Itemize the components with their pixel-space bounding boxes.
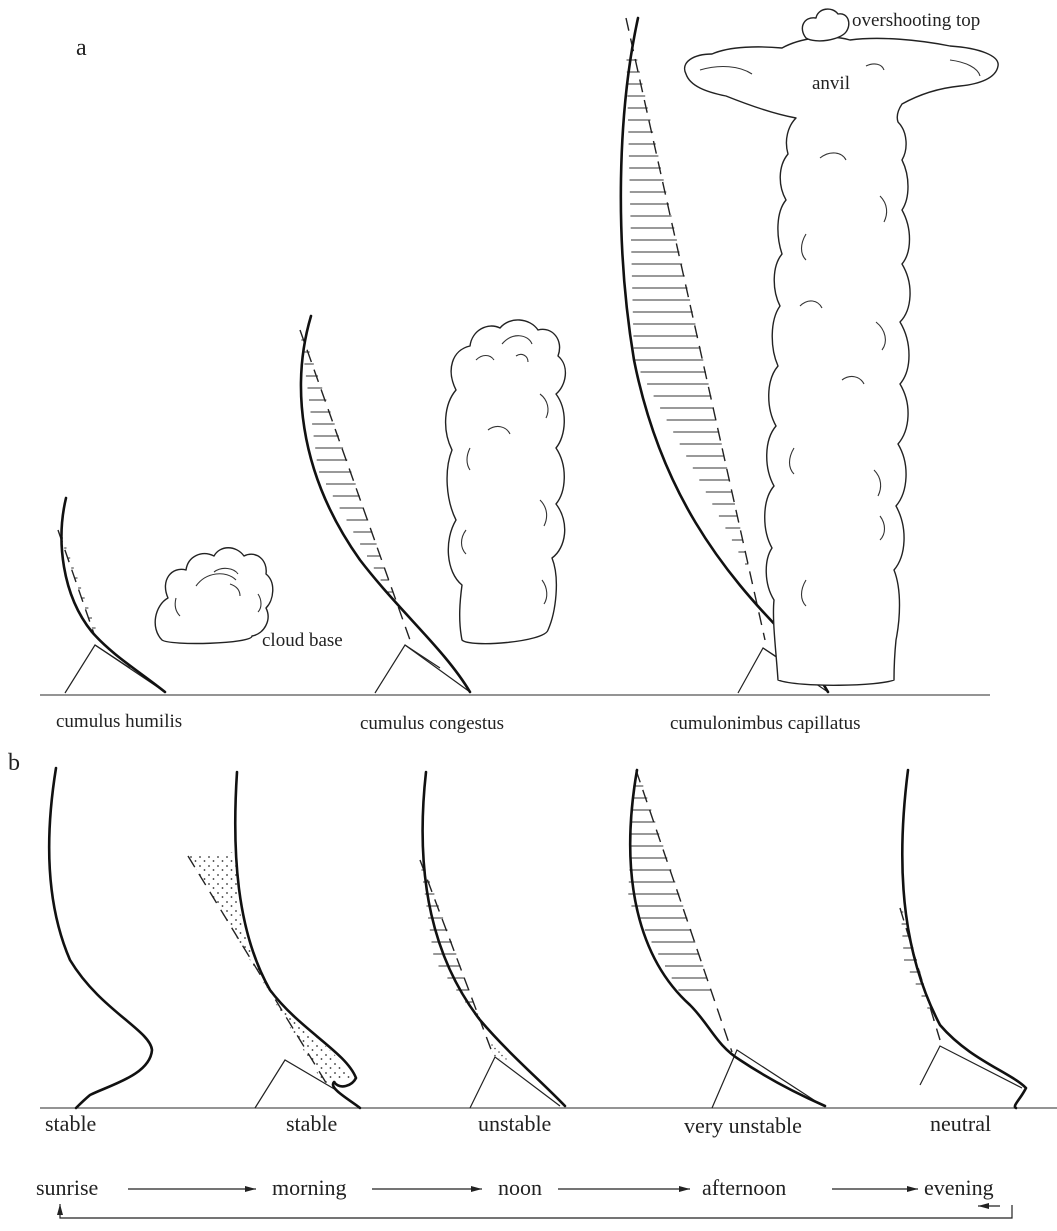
sounding-b-morning bbox=[188, 772, 360, 1108]
caption-a-2: cumulus congestus bbox=[360, 713, 504, 734]
caption-b-2: stable bbox=[286, 1111, 337, 1136]
cloud-outline-congestus bbox=[446, 320, 566, 644]
cloud-humilis bbox=[155, 548, 273, 644]
stable-layer-stipple bbox=[188, 852, 352, 1088]
hatch-b-afternoon bbox=[628, 786, 711, 990]
sounding-b-afternoon bbox=[628, 770, 825, 1108]
sounding-humilis bbox=[58, 498, 165, 693]
overshooting-top-shape bbox=[802, 9, 848, 41]
diurnal-timeline: sunrise morning noon afternoon evening bbox=[36, 1175, 1012, 1218]
lifted-line-humilis bbox=[95, 645, 130, 668]
parcel-curve-humilis bbox=[58, 530, 94, 634]
lifted-line-congestus bbox=[405, 645, 440, 668]
hatch-cumulonimbus bbox=[627, 60, 749, 564]
caption-a-1: cumulus humilis bbox=[56, 711, 182, 732]
return-arrow-evening-to-sunrise bbox=[60, 1204, 1012, 1218]
cloud-outline-cumulonimbus bbox=[685, 37, 999, 685]
environment-curve-b-evening bbox=[902, 770, 1026, 1108]
dry-adiabat-b-afternoon bbox=[712, 1050, 820, 1108]
cloud-congestus bbox=[446, 320, 566, 644]
caption-b-1: stable bbox=[45, 1111, 96, 1136]
parcel-curve-b-afternoon bbox=[636, 770, 732, 1052]
caption-b-3: unstable bbox=[478, 1111, 551, 1136]
dry-adiabat-humilis bbox=[65, 645, 165, 693]
sounding-b-sunrise bbox=[49, 768, 152, 1108]
environment-curve-b-morning bbox=[235, 772, 360, 1108]
parcel-curve-congestus bbox=[300, 330, 410, 640]
parcel-curve-cumulonimbus bbox=[626, 18, 765, 640]
panel-a: a bbox=[40, 9, 998, 734]
environment-curve-b-afternoon bbox=[630, 770, 825, 1106]
panel-b-letter: b bbox=[8, 750, 20, 776]
hatch-b-noon bbox=[421, 870, 478, 1014]
cloud-base-label: cloud base bbox=[262, 630, 343, 651]
overshooting-top-label: overshooting top bbox=[852, 10, 980, 31]
cloud-outline-humilis bbox=[155, 548, 273, 644]
timeline-step-morning: morning bbox=[272, 1175, 347, 1200]
dry-adiabat-b-noon bbox=[470, 1057, 560, 1108]
timeline-step-sunrise: sunrise bbox=[36, 1175, 98, 1200]
environment-curve-humilis bbox=[62, 498, 165, 692]
sounding-b-evening bbox=[900, 770, 1026, 1108]
sounding-b-noon bbox=[420, 772, 565, 1108]
caption-b-5: neutral bbox=[930, 1111, 991, 1136]
timeline-step-afternoon: afternoon bbox=[702, 1175, 786, 1200]
panel-b: b bbox=[8, 750, 1057, 1138]
cloud-cumulonimbus bbox=[685, 9, 999, 685]
anvil-label: anvil bbox=[812, 73, 850, 94]
timeline-step-evening: evening bbox=[924, 1175, 994, 1200]
caption-b-4: very unstable bbox=[684, 1113, 802, 1138]
environment-curve-b-sunrise bbox=[49, 768, 152, 1108]
caption-a-3: cumulonimbus capillatus bbox=[670, 713, 861, 734]
timeline-step-noon: noon bbox=[498, 1175, 542, 1200]
panel-a-letter: a bbox=[76, 35, 87, 61]
